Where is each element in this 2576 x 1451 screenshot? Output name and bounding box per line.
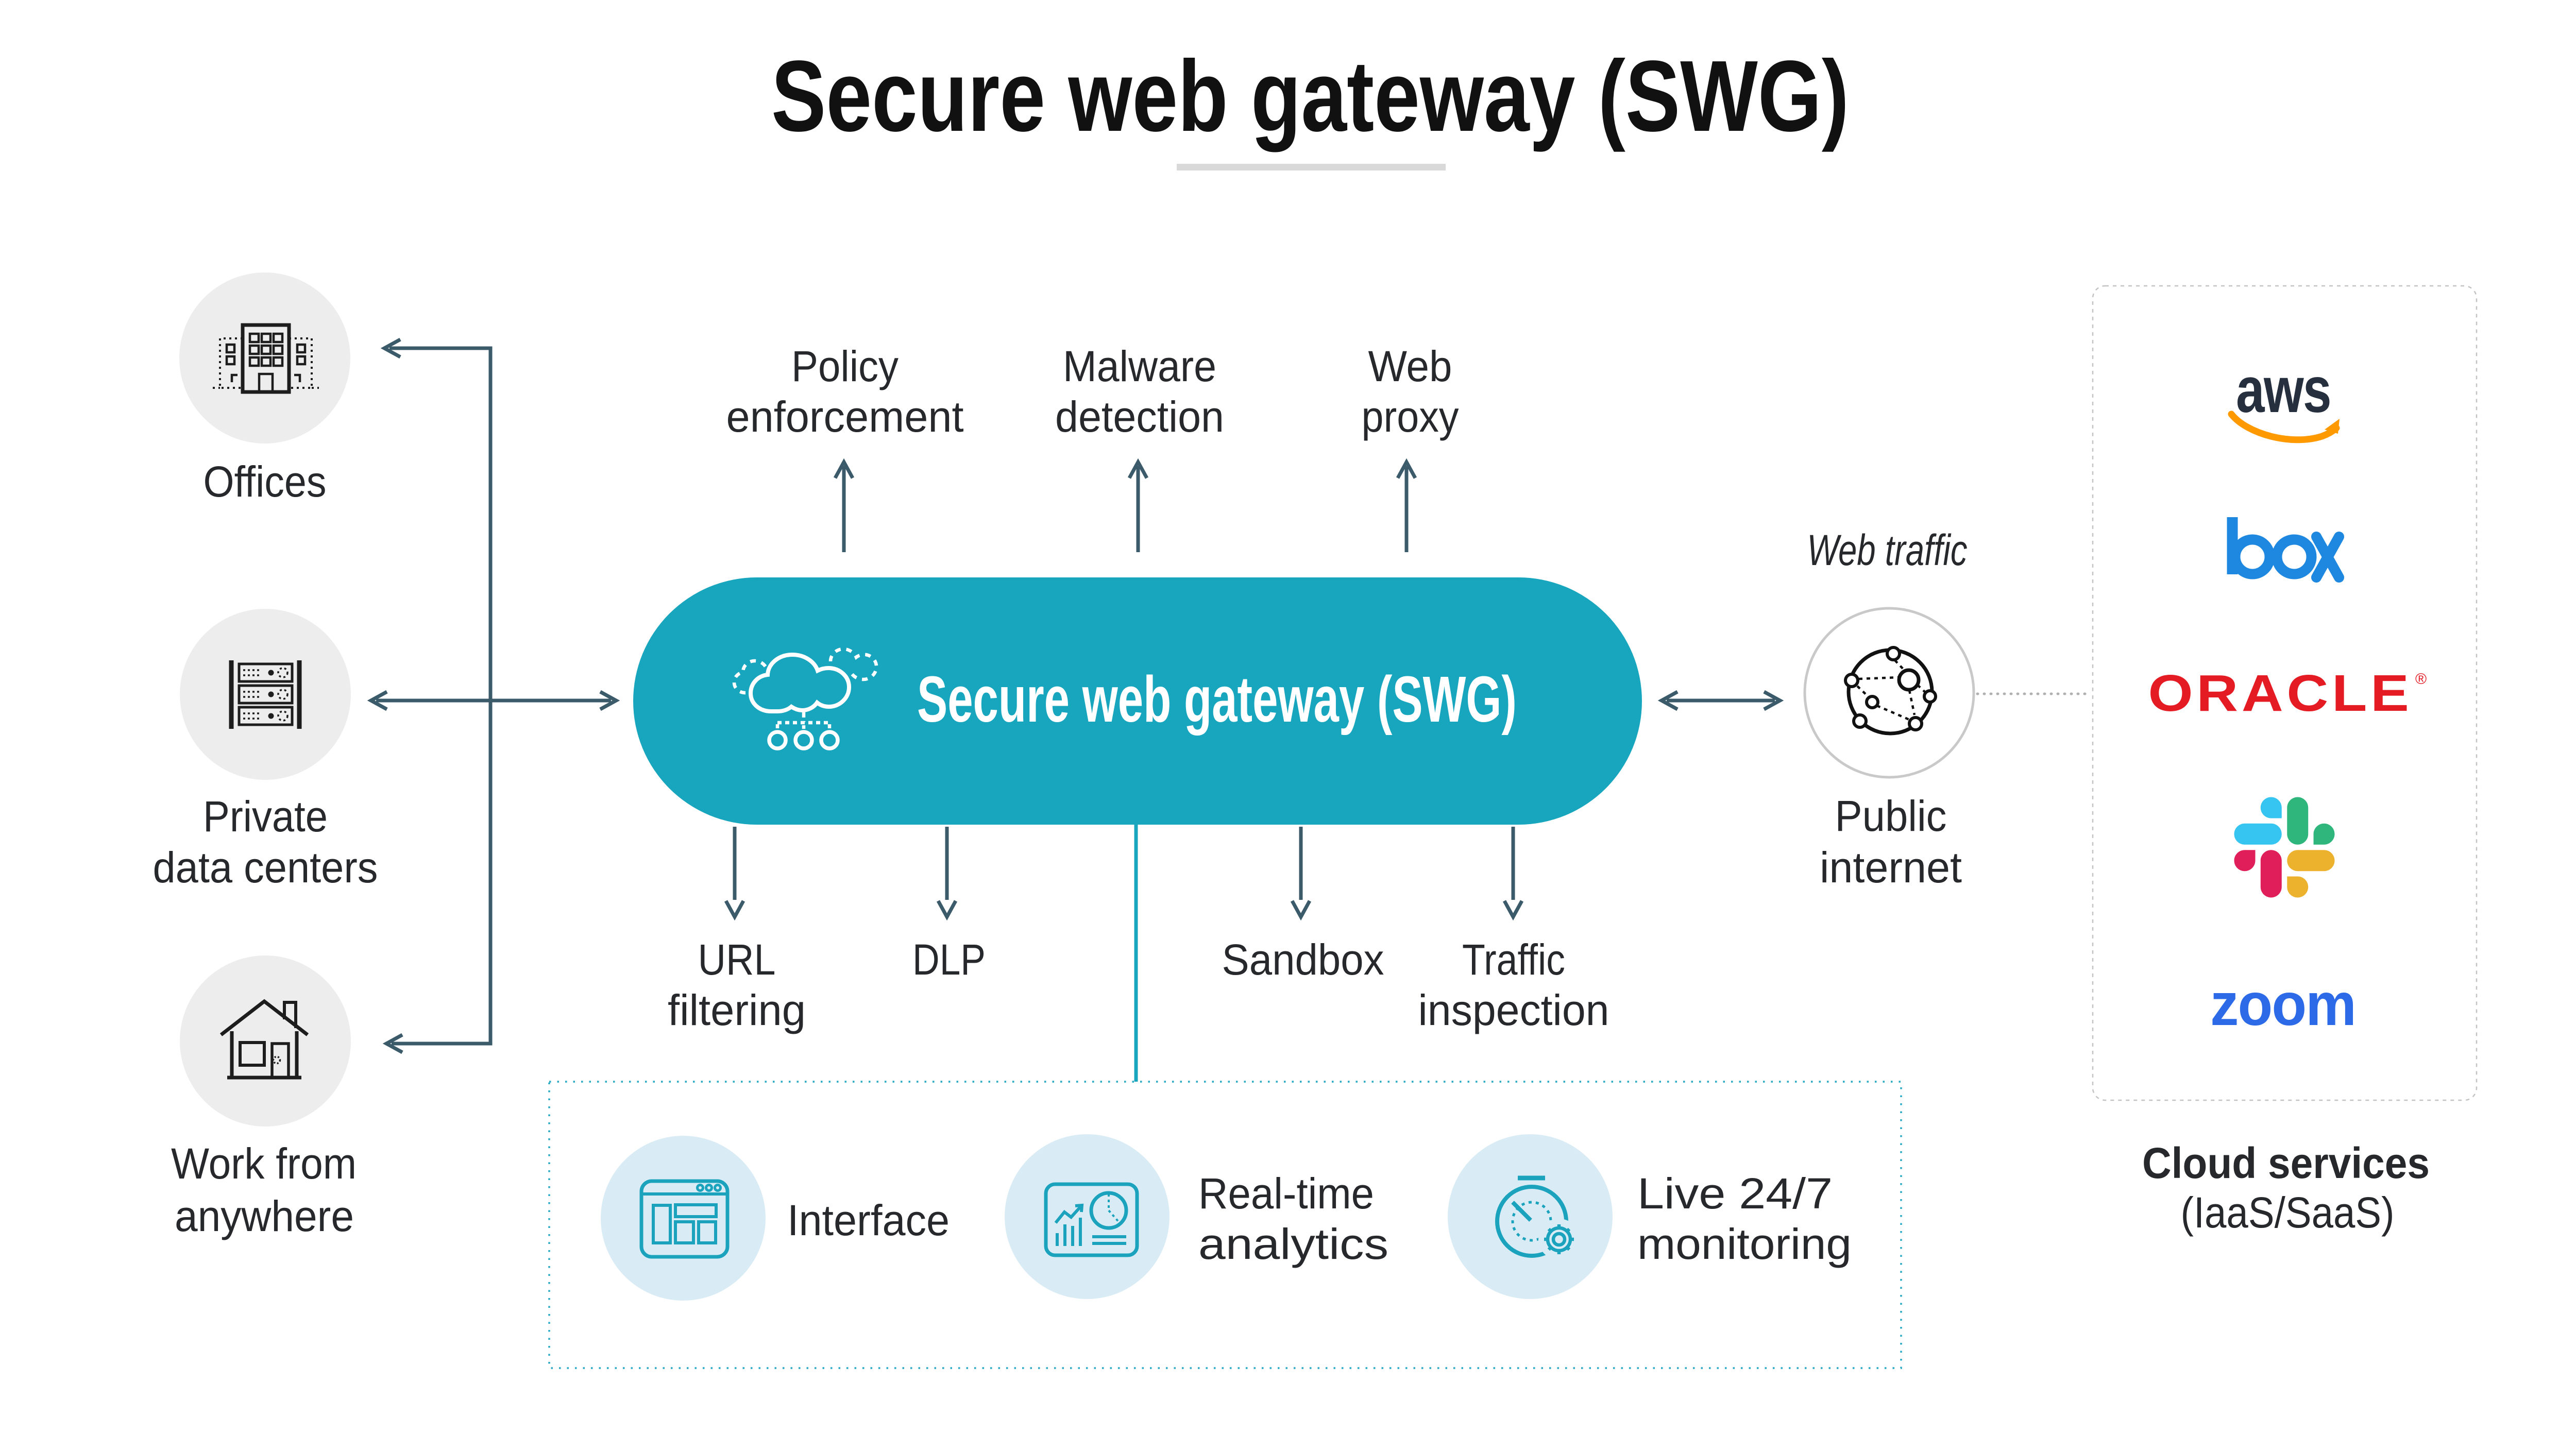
svg-text:URL: URL [698,935,776,984]
svg-text:Traffic: Traffic [1462,935,1565,984]
svg-text:(IaaS/SaaS): (IaaS/SaaS) [2181,1188,2395,1237]
svg-text:data centers: data centers [153,843,378,892]
svg-text:DLP: DLP [912,935,986,984]
svg-text:Secure web gateway (SWG): Secure web gateway (SWG) [917,663,1517,736]
svg-text:proxy: proxy [1362,392,1459,441]
svg-text:filtering: filtering [668,986,806,1034]
svg-text:inspection: inspection [1418,986,1609,1034]
svg-text:zoom: zoom [2210,970,2355,1038]
svg-text:Real-time: Real-time [1198,1169,1374,1218]
svg-text:Work from: Work from [171,1139,357,1188]
svg-text:Cloud services: Cloud services [2142,1139,2430,1187]
svg-text:analytics: analytics [1198,1220,1388,1268]
svg-text:Sandbox: Sandbox [1222,935,1384,984]
svg-text:detection: detection [1055,392,1224,441]
svg-text:anywhere: anywhere [175,1192,354,1240]
svg-text:internet: internet [1820,843,1962,892]
svg-text:Private: Private [203,792,328,841]
svg-text:Malware: Malware [1063,342,1216,390]
svg-text:monitoring: monitoring [1637,1220,1852,1268]
svg-text:Web: Web [1368,342,1452,390]
svg-text:®: ® [2415,671,2427,688]
svg-text:aws: aws [2236,354,2331,426]
svg-text:Secure web gateway (SWG): Secure web gateway (SWG) [771,40,1849,152]
svg-text:Public: Public [1835,792,1947,840]
svg-text:Offices: Offices [204,457,327,506]
svg-text:Web traffic: Web traffic [1807,526,1968,574]
svg-text:enforcement: enforcement [726,392,964,441]
svg-text:ORACLE: ORACLE [2148,664,2413,722]
svg-text:Interface: Interface [787,1196,950,1244]
svg-text:Live 24/7: Live 24/7 [1637,1169,1833,1218]
svg-text:Policy: Policy [791,342,899,390]
